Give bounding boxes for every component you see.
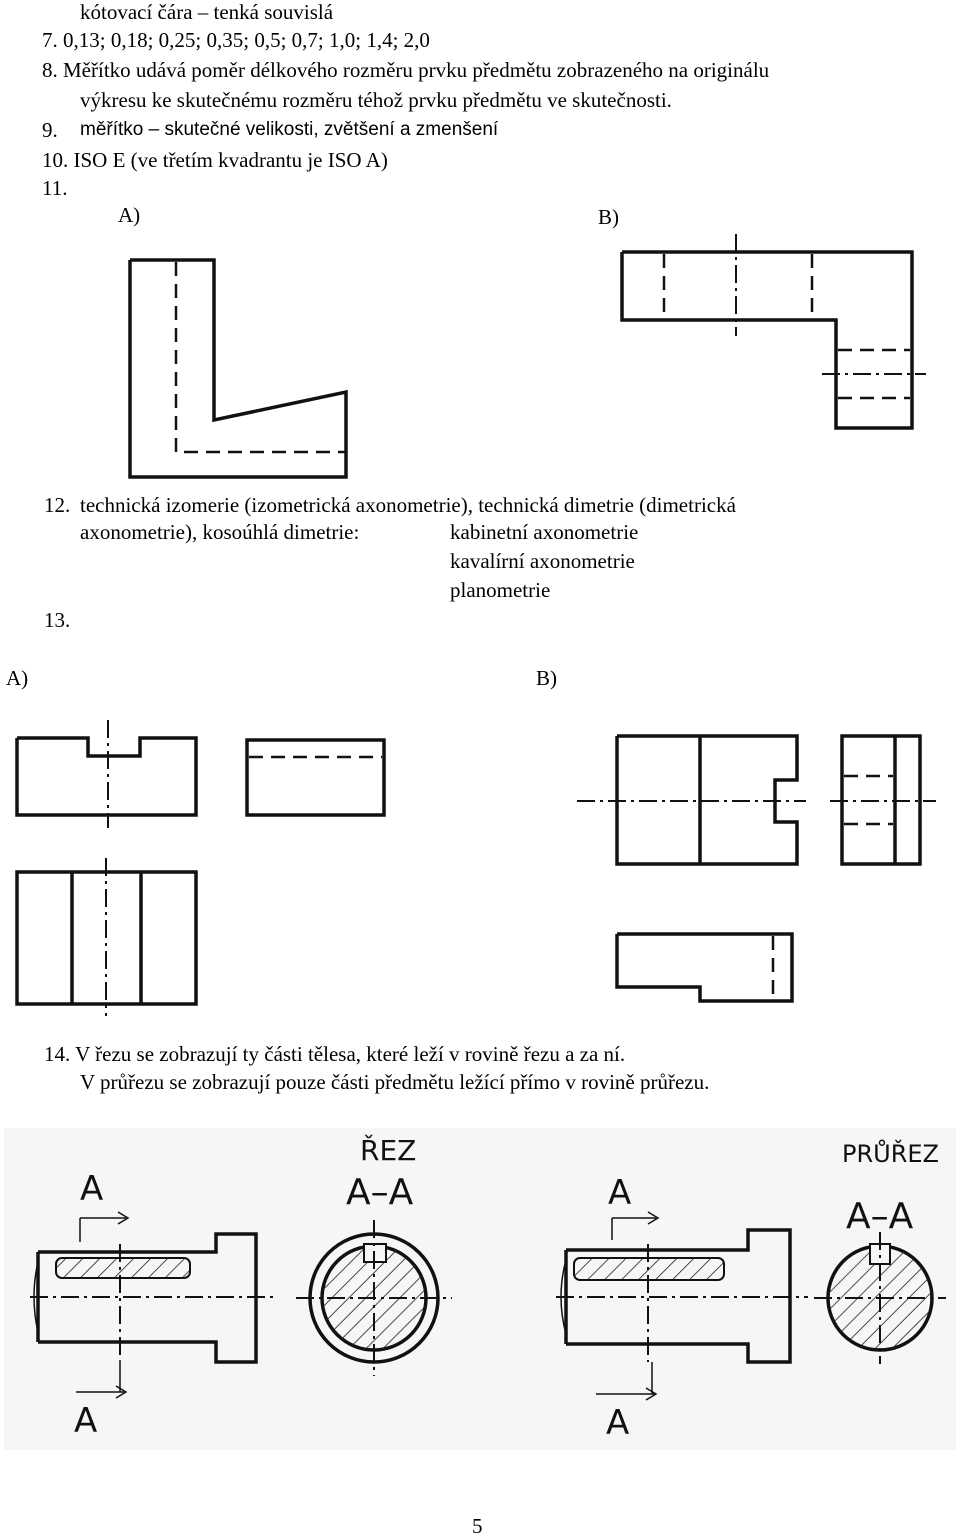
q14-text-line1: 14. V řezu se zobrazují ty části tělesa,… <box>44 1042 626 1066</box>
q14-arrow-label-bottom-left: A <box>74 1401 97 1441</box>
answer-9: měřítko – skutečné velikosti, zvětšení a… <box>80 119 499 140</box>
q13-label-a: A) <box>6 666 29 690</box>
q11-label-a: A) <box>118 203 141 227</box>
q12-item-cavalier: kavalírní axonometrie <box>450 549 635 573</box>
q12-number: 12. <box>44 493 71 517</box>
line-dimension-line: kótovací čára – tenká souvislá <box>80 0 334 24</box>
q14-section-label-right: A–A <box>846 1196 914 1237</box>
answer-7: 7. 0,13; 0,18; 0,25; 0,35; 0,5; 0,7; 1,0… <box>42 28 430 52</box>
q14-text-line2: V průřezu se zobrazují pouze části předm… <box>80 1070 710 1094</box>
q12-text-line1: technická izomerie (izometrická axonomet… <box>80 493 736 517</box>
q14-arrow-label-bottom-right: A <box>606 1403 629 1443</box>
q13-number: 13. <box>44 608 71 632</box>
q11-label-b: B) <box>598 205 619 229</box>
page-number: 5 <box>472 1514 483 1538</box>
q14-title-prurez: PRŮŘEZ <box>842 1138 939 1168</box>
q12-text-line2: axonometrie), kosoúhlá dimetrie: <box>80 520 360 544</box>
q14-arrow-label-top-right: A <box>608 1173 631 1213</box>
q14-title-rez: ŘEZ <box>360 1133 416 1167</box>
q14-figure-background <box>4 1128 956 1450</box>
q12-item-planometry: planometrie <box>450 578 551 602</box>
q13-label-b: B) <box>536 666 557 690</box>
answer-8-line2: výkresu ke skutečnému rozměru téhož prvk… <box>80 88 672 112</box>
answer-11-number: 11. <box>42 176 68 200</box>
q14-arrow-label-top-left: A <box>80 1169 103 1209</box>
q12-item-cabinet: kabinetní axonometrie <box>450 520 639 544</box>
answer-9-number: 9. <box>42 118 58 142</box>
answer-10: 10. ISO E (ve třetím kvadrantu je ISO A) <box>42 148 388 172</box>
answer-8-line1: 8. Měřítko udává poměr délkového rozměru… <box>42 58 770 82</box>
q14-section-label-left: A–A <box>346 1172 414 1213</box>
